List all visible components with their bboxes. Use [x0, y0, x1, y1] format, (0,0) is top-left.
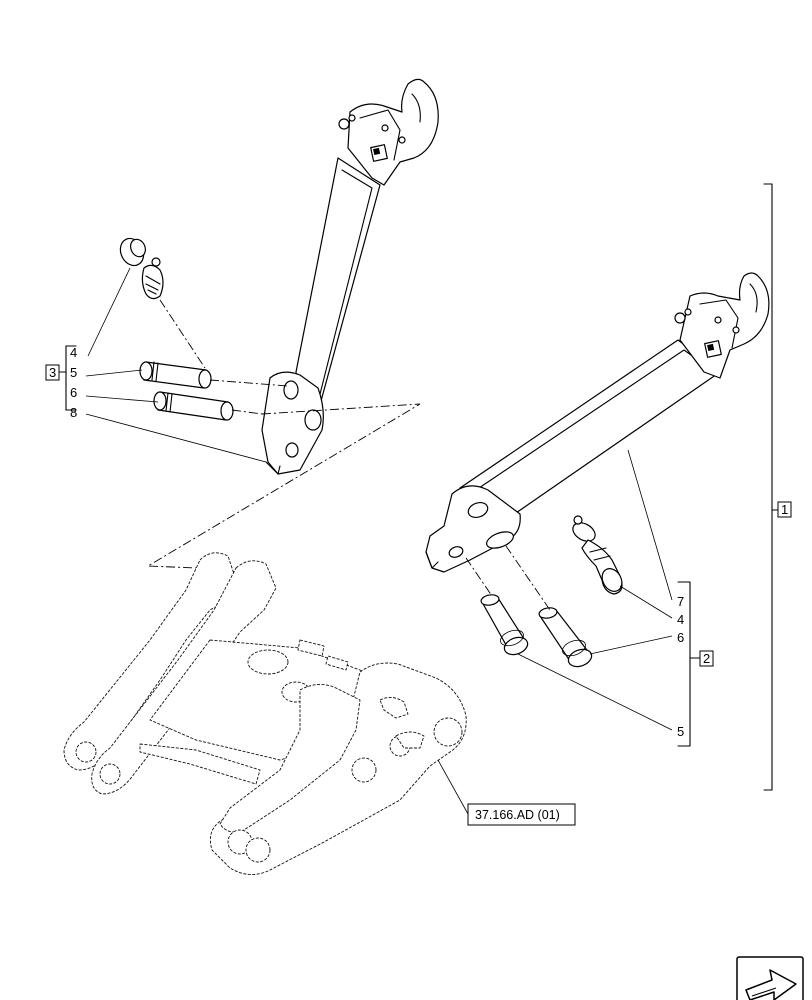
callout-box-1: [777, 501, 792, 518]
left-lower-link-arm: [261, 78, 439, 475]
callout-box-2: [699, 650, 714, 667]
assembly-line: [146, 403, 421, 569]
linkage-frame: [63, 552, 467, 875]
right-lynch-pin: [572, 515, 623, 595]
left-callout-group: 3 4 5 6 8: [45, 267, 267, 463]
assembly-line: [159, 299, 206, 369]
left-pin-short: [139, 361, 212, 389]
reference-box: [467, 803, 576, 826]
left-lynch-pin: [119, 237, 164, 300]
next-page-arrow-icon[interactable]: [736, 956, 804, 1000]
left-pin-long: [153, 391, 234, 421]
assembly-line: [209, 379, 289, 387]
callout-left-4: 4: [70, 345, 77, 360]
callout-left-6: 6: [70, 385, 77, 400]
reference-callout: 37.166.AD (01): [437, 759, 576, 826]
callout-left-5: 5: [70, 365, 77, 380]
right-pin-right: [538, 607, 593, 668]
callout-left-8: 8: [70, 405, 77, 420]
callout-right-5: 5: [677, 724, 684, 739]
callout-3: 3: [49, 365, 56, 380]
callout-right-7: 7: [677, 594, 684, 609]
right-callout-group: 2 7 4 6 5: [517, 449, 714, 747]
callout-right-4: 4: [677, 612, 684, 627]
assembly-bracket: 1: [763, 183, 792, 791]
callout-box-3: [45, 364, 60, 381]
right-pin-left: [480, 594, 529, 656]
callout-2: 2: [703, 651, 710, 666]
right-lower-link-arm: [425, 272, 770, 573]
callout-right-6: 6: [677, 630, 684, 645]
assembly-line: [465, 557, 493, 597]
assembly-line: [231, 409, 263, 415]
reference-label: 37.166.AD (01): [475, 808, 560, 822]
assembly-line: [505, 545, 551, 611]
callout-1: 1: [781, 502, 788, 517]
